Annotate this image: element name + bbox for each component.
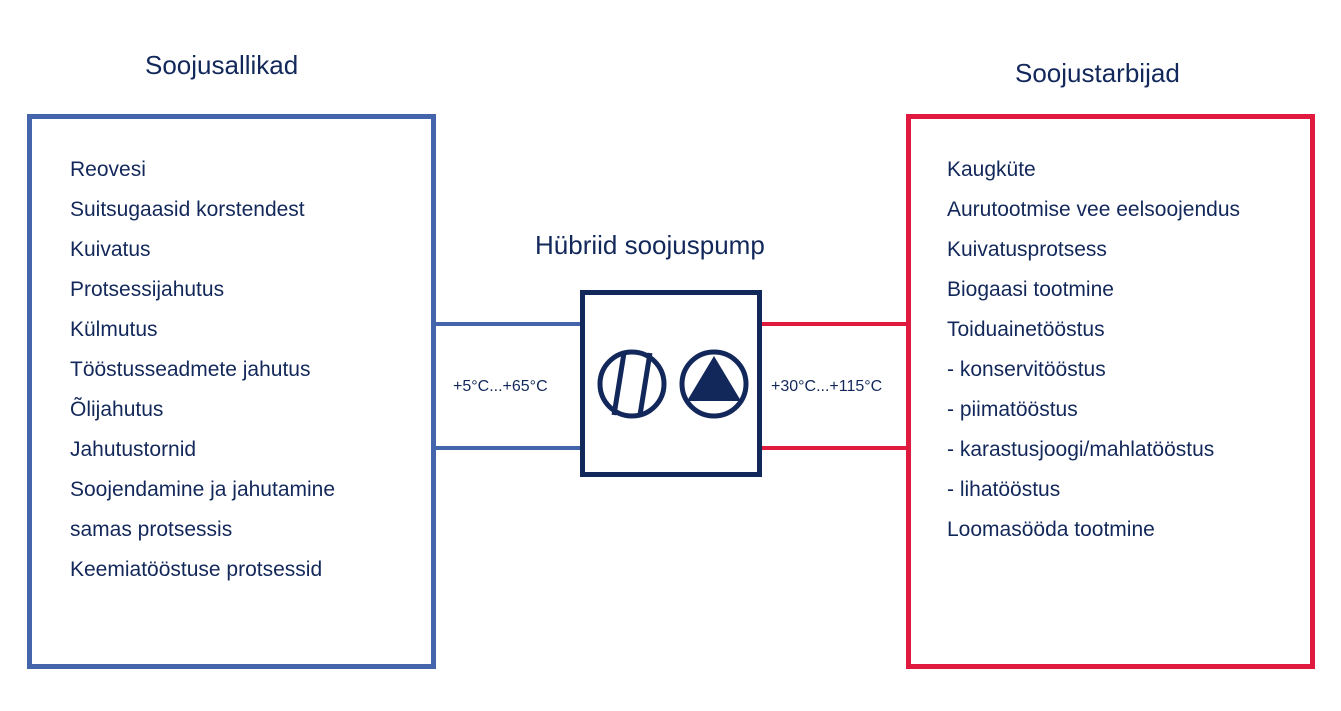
consumer-item: Aurutootmise vee eelsoojendus	[947, 198, 1241, 221]
consumer-item: - konservitööstus	[947, 358, 1106, 381]
source-item: Jahutustornid	[70, 438, 197, 461]
source-item: Soojendamine ja jahutamine	[70, 478, 336, 501]
consumer-item: Loomasööda tootmine	[947, 518, 1155, 541]
heat-pump-box	[580, 290, 762, 477]
source-item: Külmutus	[70, 318, 158, 341]
consumers-box	[906, 114, 1315, 669]
compressor-icon	[597, 349, 667, 419]
source-item: Suitsugaasid korstendest	[70, 198, 305, 221]
consumer-supply-pipe	[760, 322, 909, 326]
source-item: Tööstusseadmete jahutus	[70, 358, 311, 381]
sources-box	[27, 114, 436, 669]
source-item: Kuivatus	[70, 238, 151, 261]
consumer-item: Biogaasi tootmine	[947, 278, 1114, 301]
source-item: samas protsessis	[70, 518, 233, 541]
consumer-temperature: +30°C...+115°C	[771, 378, 883, 395]
source-item: Õlijahutus	[70, 398, 164, 421]
consumer-item: - karastusjoogi/mahlatööstus	[947, 438, 1215, 461]
pump-icon	[679, 349, 749, 419]
source-temperature: +5°C...+65°C	[453, 378, 548, 395]
consumer-item: - lihatööstus	[947, 478, 1061, 501]
source-item: Protsessijahutus	[70, 278, 225, 301]
sources-title: Soojusallikad	[145, 50, 299, 80]
pump-title: Hübriid soojuspump	[535, 230, 765, 260]
consumers-title: Soojustarbijad	[1015, 58, 1180, 88]
source-item: Keemiatööstuse protsessid	[70, 558, 323, 581]
source-supply-pipe	[433, 322, 582, 326]
source-return-pipe	[433, 446, 582, 450]
consumer-item: Toiduainetööstus	[947, 318, 1105, 341]
consumer-item: Kuivatusprotsess	[947, 238, 1107, 261]
source-item: Reovesi	[70, 158, 146, 181]
consumer-item: - piimatööstus	[947, 398, 1078, 421]
consumer-return-pipe	[760, 446, 909, 450]
consumer-item: Kaugküte	[947, 158, 1036, 181]
